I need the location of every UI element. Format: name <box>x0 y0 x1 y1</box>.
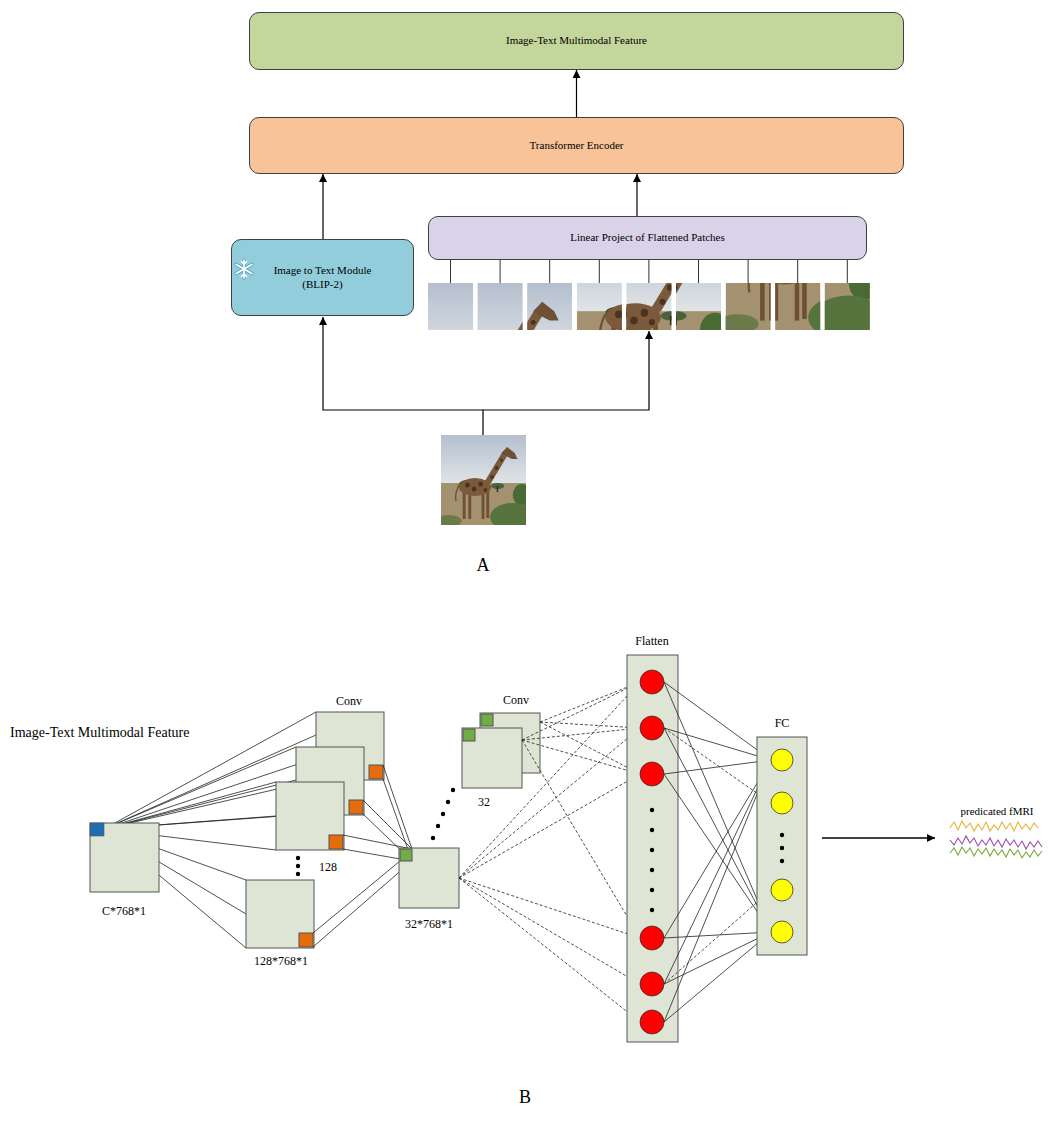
frozen-snowflake-icon <box>236 260 252 278</box>
box-label: Image to Text Module (BLIP-2) <box>262 264 384 292</box>
input-caption: Image-Text Multimodal Feature <box>10 725 189 741</box>
flow-arrow <box>576 70 577 117</box>
box-label: Transformer Encoder <box>530 139 624 153</box>
layer-label: Conv <box>336 695 362 709</box>
layer-label: FC <box>775 717 790 731</box>
flow-arrow <box>636 174 637 216</box>
encoder-box: Transformer Encoder <box>249 117 904 174</box>
fc-column <box>757 737 807 955</box>
input-arrows <box>323 317 649 435</box>
conv-128-links <box>313 765 412 947</box>
input-feature-map <box>90 823 159 892</box>
patch-leads <box>451 260 848 283</box>
box-label: Image-Text Multimodal Feature <box>506 34 647 48</box>
layer-label: Conv <box>503 694 529 708</box>
channel-count: 128 <box>319 861 337 875</box>
layer-label: Flatten <box>635 635 668 649</box>
projection-box: Linear Project of Flattened Patches <box>428 216 867 260</box>
channel-count: 32 <box>478 796 490 810</box>
output-arrow <box>822 838 935 839</box>
flatten-column <box>627 655 678 1042</box>
panel-letter: B <box>519 1087 531 1108</box>
conv-128-maps <box>246 712 384 948</box>
output-feature-box: Image-Text Multimodal Feature <box>249 12 904 70</box>
conv-32-maps <box>399 713 540 908</box>
dimension-label: 128*768*1 <box>254 955 308 969</box>
output-label: predicated fMRI <box>961 805 1034 818</box>
fmri-signals <box>950 821 1042 858</box>
box-label: Linear Project of Flattened Patches <box>570 231 725 245</box>
dimension-label: C*768*1 <box>102 905 146 919</box>
fc-links <box>664 682 771 1022</box>
module-box: Image to Text Module (BLIP-2) <box>231 239 414 316</box>
image-patches <box>419 189 885 433</box>
input-image <box>435 435 535 531</box>
dimension-label: 32*768*1 <box>405 918 453 932</box>
flow-arrow <box>322 174 323 239</box>
flatten-links <box>459 682 640 1022</box>
panel-letter: A <box>477 555 490 576</box>
